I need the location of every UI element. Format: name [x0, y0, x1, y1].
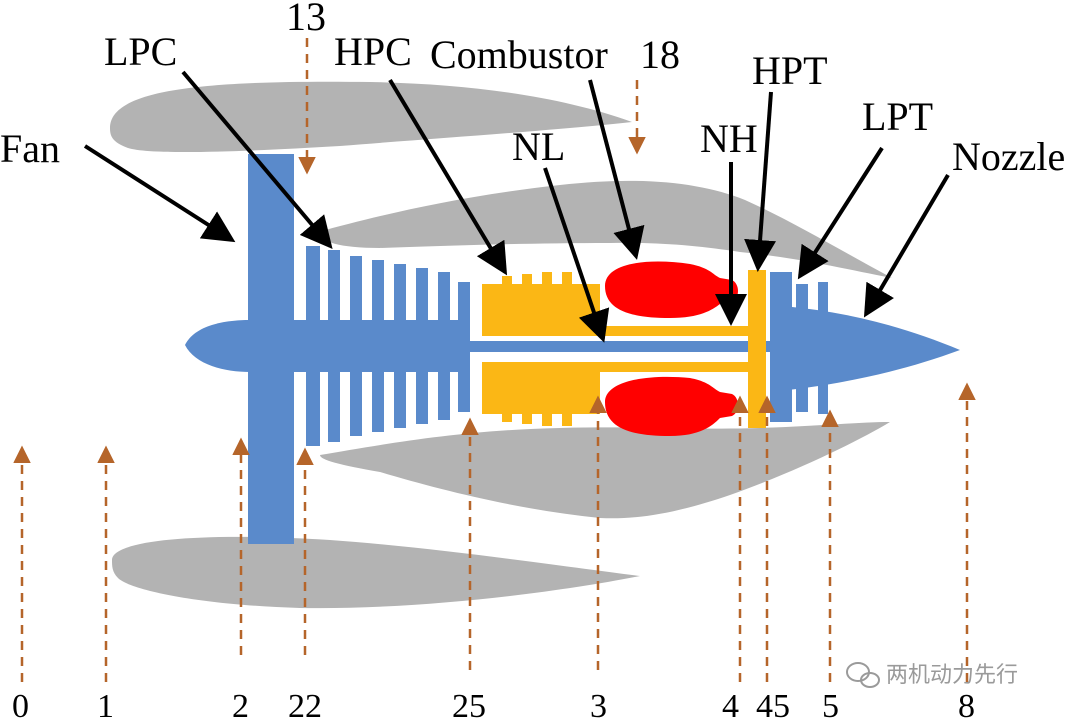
hpc-blade — [542, 412, 552, 426]
lpc-blade — [438, 272, 450, 420]
hpc-blade — [502, 276, 512, 286]
hp-shaft-upper — [600, 326, 765, 336]
high-spool — [482, 270, 766, 428]
lp-shaft — [470, 341, 770, 352]
hpt-pointer — [744, 91, 777, 272]
label-station-13: 13 — [286, 0, 326, 39]
hpc-blade — [562, 412, 572, 426]
label-combustor: Combustor — [430, 32, 608, 77]
lpc-blade — [350, 256, 362, 436]
label-station-8: 8 — [958, 688, 975, 721]
label-nl: NL — [512, 124, 565, 169]
label-station-25: 25 — [452, 688, 486, 721]
label-fan: Fan — [0, 126, 60, 171]
lpt-pointer — [797, 146, 884, 280]
fan-blade — [248, 154, 294, 544]
fan-pointer — [83, 144, 236, 243]
lpc-blade — [416, 268, 428, 424]
hp-shaft-lower — [600, 362, 765, 372]
label-station-18: 18 — [640, 32, 680, 77]
low-spool — [185, 154, 960, 544]
lpc-blade — [394, 264, 406, 428]
hpc-stages — [482, 272, 600, 426]
lpc-blade — [306, 246, 320, 446]
hpc-lower — [482, 362, 600, 414]
hpc-pointer — [388, 78, 508, 276]
label-station-3: 3 — [590, 688, 607, 721]
label-station-5: 5 — [822, 688, 839, 721]
label-lpc: LPC — [104, 29, 177, 74]
hpt-disk — [748, 270, 766, 428]
hpc-blade — [562, 272, 572, 286]
label-station-22: 22 — [288, 688, 322, 721]
hpc-blade — [542, 272, 552, 286]
wechat-icon — [846, 662, 880, 688]
lpc-blade — [328, 250, 340, 442]
pointer-arrows — [83, 70, 950, 343]
combustor-upper — [605, 261, 738, 318]
hpc-upper — [482, 284, 600, 336]
hpc-blade — [522, 412, 532, 424]
hpc-blade — [502, 412, 512, 422]
label-station-0: 0 — [12, 688, 29, 721]
combustor-lower — [605, 376, 738, 436]
label-station-45: 45 — [756, 688, 790, 721]
nozzle-cone — [770, 305, 960, 392]
nozzle-pointer — [863, 173, 950, 318]
watermark-text: 两机动力先行 — [886, 663, 1018, 688]
watermark: 两机动力先行 — [846, 662, 1018, 688]
combustor-pointer — [588, 79, 645, 260]
core-casing-lower — [320, 422, 890, 519]
label-lpt: LPT — [862, 94, 933, 139]
lpc-blade — [372, 260, 384, 432]
label-nh: NH — [700, 116, 758, 161]
label-hpc: HPC — [334, 29, 412, 74]
station-arrows — [13, 38, 976, 682]
lpc-stages — [306, 246, 470, 446]
hpc-blade — [522, 274, 532, 286]
lpc-blade — [458, 282, 470, 412]
core-casing-upper — [318, 180, 892, 278]
combustor — [605, 261, 738, 436]
nacelle-lower — [112, 536, 640, 609]
nacelle-upper — [110, 81, 632, 153]
nl-pointer — [543, 167, 610, 343]
label-nozzle: Nozzle — [952, 134, 1065, 179]
label-hpt: HPT — [752, 48, 828, 93]
label-station-2: 2 — [232, 688, 249, 721]
label-station-1: 1 — [97, 688, 114, 721]
lpc-pointer — [181, 70, 333, 250]
label-station-4: 4 — [722, 688, 739, 721]
